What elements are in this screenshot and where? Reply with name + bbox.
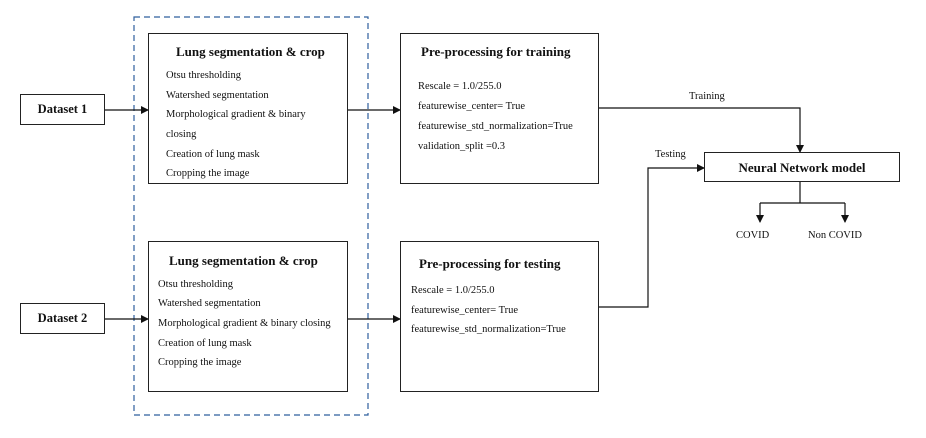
segmentation-top-item: Cropping the image xyxy=(166,168,250,179)
arrow-training-to-model xyxy=(599,107,804,153)
preprocess-training-item: featurewise_center= True xyxy=(418,101,526,112)
preprocess-training-title: Pre-processing for training xyxy=(421,44,571,59)
dataset-2-label: Dataset 2 xyxy=(37,311,88,325)
testing-label: Testing xyxy=(655,149,686,160)
dataset-2-box: Dataset 2 xyxy=(20,303,105,334)
segmentation-bottom-box: Lung segmentation & crop Otsu thresholdi… xyxy=(148,241,348,392)
segmentation-bottom-item: Cropping the image xyxy=(158,357,242,368)
segmentation-bottom-item: Watershed segmentation xyxy=(158,298,261,309)
segmentation-bottom-title: Lung segmentation & crop xyxy=(169,253,318,268)
output-covid-label: COVID xyxy=(736,230,770,241)
preprocess-testing-item: featurewise_std_normalization=True xyxy=(411,324,566,335)
segmentation-bottom-item: Otsu thresholding xyxy=(158,279,233,290)
segmentation-top-item: Watershed segmentation xyxy=(166,90,269,101)
preprocess-training-item: Rescale = 1.0/255.0 xyxy=(418,81,502,92)
preprocess-testing-item: Rescale = 1.0/255.0 xyxy=(411,285,495,296)
neural-network-model-title: Neural Network model xyxy=(738,160,866,175)
segmentation-top-title: Lung segmentation & crop xyxy=(176,44,325,59)
segmentation-top-item: Creation of lung mask xyxy=(166,149,260,160)
preprocess-training-item: validation_split =0.3 xyxy=(418,141,505,152)
segmentation-top-item: closing xyxy=(166,129,197,140)
training-label: Training xyxy=(689,91,725,102)
segmentation-bottom-item: Morphological gradient & binary closing xyxy=(158,318,331,329)
dataset-1-box: Dataset 1 xyxy=(20,94,105,125)
arrow-testing-to-model xyxy=(599,164,705,308)
neural-network-model-box: Neural Network model xyxy=(704,152,900,182)
preprocess-training-item: featurewise_std_normalization=True xyxy=(418,121,573,132)
preprocess-testing-item: featurewise_center= True xyxy=(411,305,519,316)
preprocess-testing-box: Pre-processing for testing Rescale = 1.0… xyxy=(400,241,599,392)
segmentation-bottom-item: Creation of lung mask xyxy=(158,338,252,349)
segmentation-top-item: Otsu thresholding xyxy=(166,70,241,81)
segmentation-group-frame xyxy=(133,16,369,416)
segmentation-top-item: Morphological gradient & binary xyxy=(166,109,306,120)
segmentation-top-box: Lung segmentation & crop Otsu thresholdi… xyxy=(148,33,348,184)
dataset-1-label: Dataset 1 xyxy=(37,102,88,116)
preprocess-training-box: Pre-processing for training Rescale = 1.… xyxy=(400,33,599,184)
preprocess-testing-title: Pre-processing for testing xyxy=(419,256,561,271)
output-noncovid-label: Non COVID xyxy=(808,230,862,241)
